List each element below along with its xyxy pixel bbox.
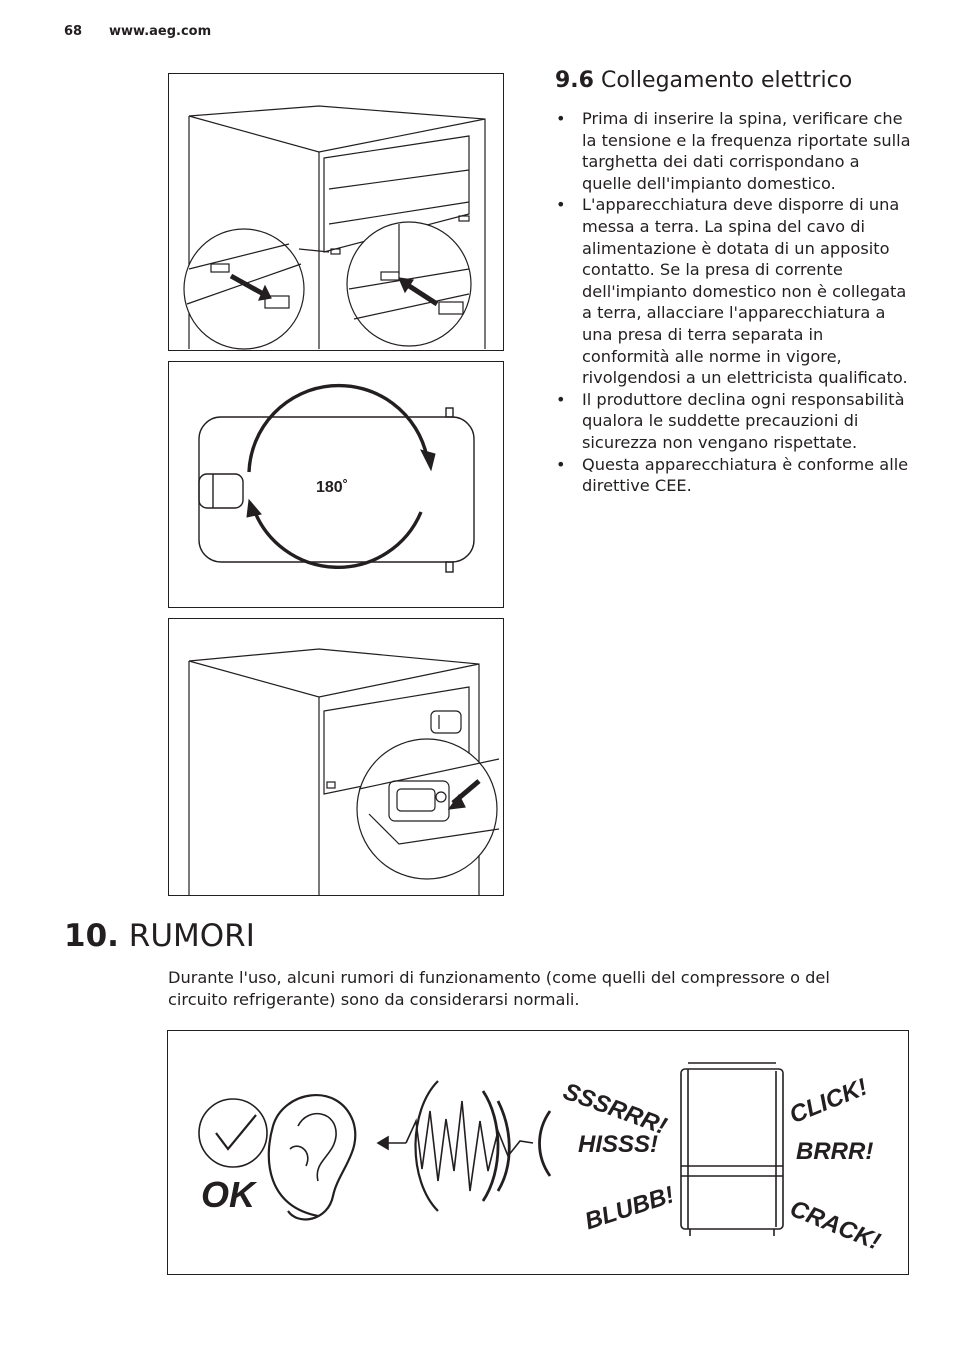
bullet-item: Prima di inserire la spina, verificare c… [556,108,911,194]
figure-noises: OK SSSRRR! HISSS! BLUBB! CLICK! BRRR! CR… [167,1030,909,1275]
section-number: 9.6 [555,68,594,93]
chapter-heading: RUMORI [128,918,255,954]
bullet-item: Il produttore declina ogni responsabilit… [556,389,911,454]
figure-cabinet-details [168,73,504,351]
section-title: 9.6 Collegamento elettrico [555,68,852,93]
figure-hinge-detail [168,618,504,896]
bullet-item: L'apparecchiatura deve disporre di una m… [556,194,911,388]
ok-label: OK [201,1174,255,1215]
chapter-intro: Durante l'uso, alcuni rumori di funziona… [168,968,830,1009]
rotation-label: 180˚ [316,479,349,496]
chapter-title: 10. RUMORI [64,918,255,954]
page-header: 68 www.aeg.com [64,24,211,39]
chapter-number: 10. [64,918,119,954]
sound-label-hisss: HISSS! [578,1131,659,1158]
figure-door-rotation: 180˚ [168,361,504,608]
section-heading: Collegamento elettrico [600,68,853,93]
page-number: 68 [64,24,83,39]
website-link[interactable]: www.aeg.com [109,24,212,39]
sound-label-brrr: BRRR! [796,1138,874,1165]
bullet-item: Questa apparecchiatura è conforme alle d… [556,454,911,497]
bullet-list: Prima di inserire la spina, verificare c… [556,108,911,497]
